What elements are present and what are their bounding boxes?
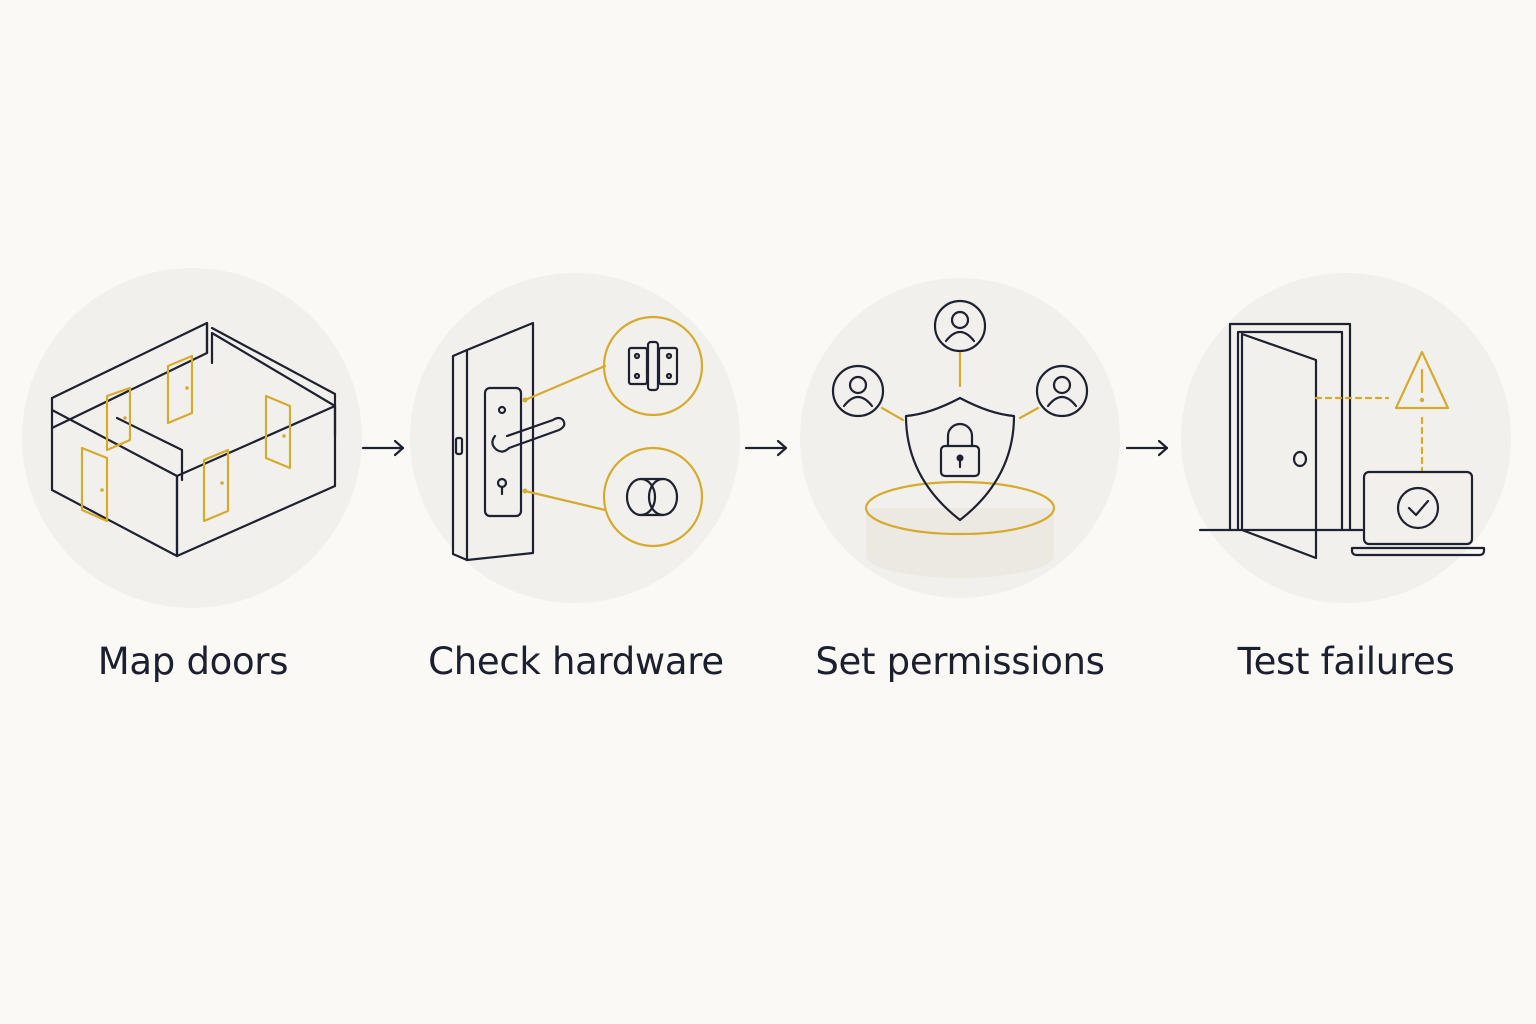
step-set-permissions xyxy=(790,268,1130,608)
step-label-map-doors: Map doors xyxy=(97,640,289,683)
step-label-check-hardware: Check hardware xyxy=(428,640,724,683)
door-warning-laptop-icon xyxy=(1181,273,1511,603)
step-check-hardware xyxy=(405,268,745,608)
arrow-right-icon xyxy=(361,439,405,457)
arrow-right-icon xyxy=(1125,439,1169,457)
shield-lock-users-icon xyxy=(800,278,1120,598)
step-test-failures xyxy=(1176,268,1516,608)
door-hardware-icon xyxy=(410,273,740,603)
arrow-right-icon xyxy=(744,439,788,457)
step-label-test-failures: Test failures xyxy=(1237,640,1455,683)
floorplan-doors-icon xyxy=(22,268,362,608)
step-label-set-permissions: Set permissions xyxy=(815,640,1105,683)
step-map-doors xyxy=(22,268,362,608)
